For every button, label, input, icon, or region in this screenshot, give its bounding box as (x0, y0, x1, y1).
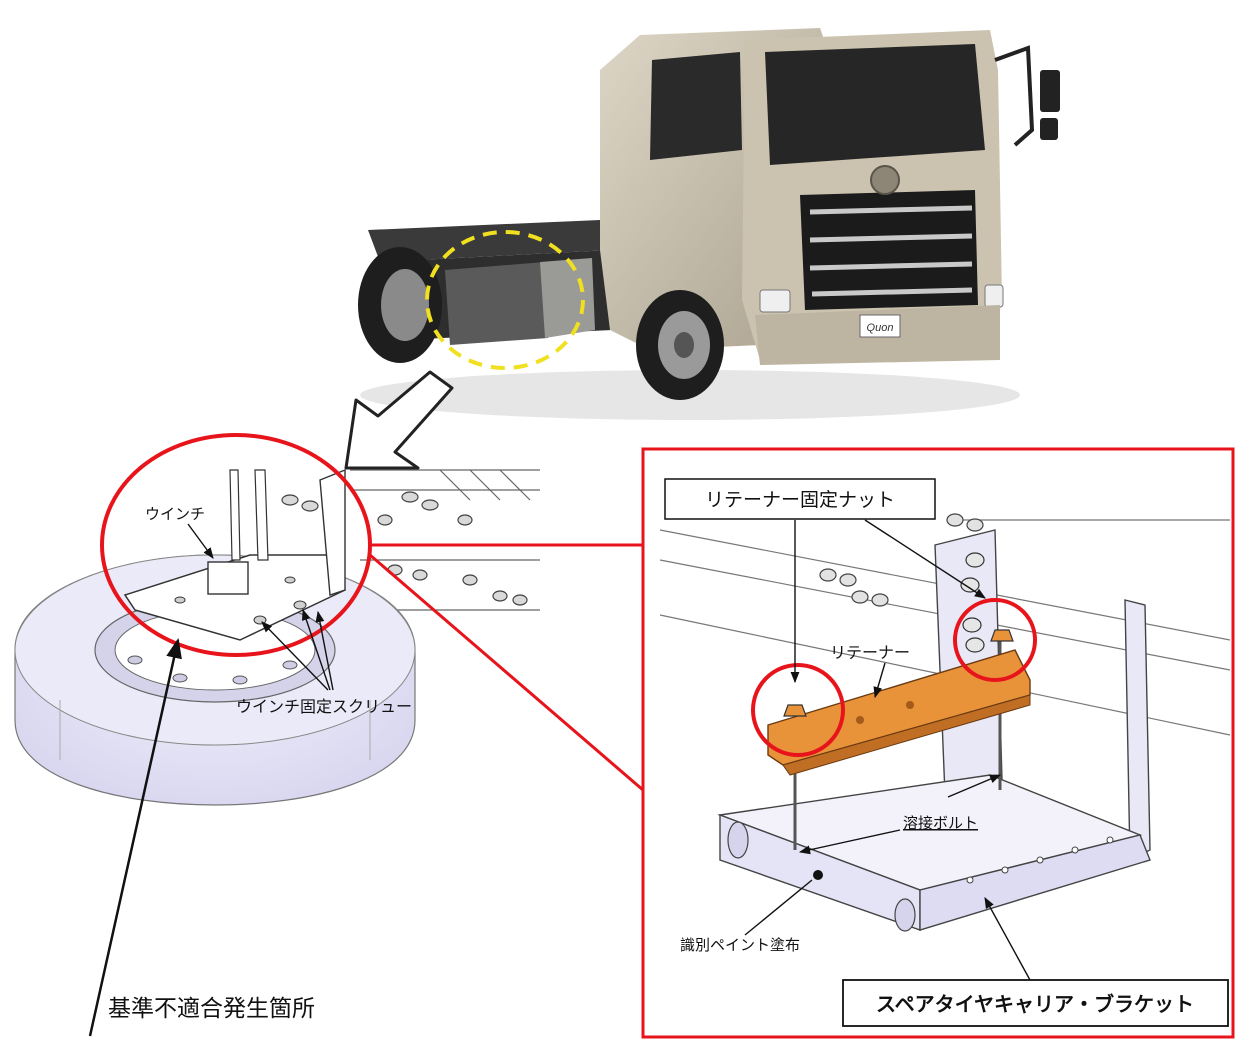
retainer-label: リテーナー (830, 643, 910, 662)
truck-badge-text: Quon (867, 322, 894, 334)
retainer-nut-label: リテーナー固定ナット (705, 489, 895, 511)
weld-bolt-label: 溶接ボルト (903, 814, 978, 832)
winch-screw-label: ウインチ固定スクリュー (236, 697, 412, 716)
defect-location-label: 基準不適合発生箇所 (108, 996, 315, 1022)
winch-label: ウインチ (145, 505, 205, 523)
left-detail-drawing (14, 468, 540, 806)
nut-highlight-left (751, 663, 845, 757)
retainer-nut-label-box (664, 478, 936, 520)
paint-mark-label: 識別ペイント塗布 (680, 936, 800, 954)
truck-illustration: Quon (358, 28, 1060, 420)
block-arrow-icon (344, 370, 454, 470)
bracket-label: スペアタイヤキャリア・ブラケット (876, 992, 1194, 1016)
spare-tire-location-highlight (425, 230, 585, 370)
bracket-label-box (842, 979, 1229, 1027)
callout-connector (369, 543, 644, 792)
paint-mark-dot (813, 870, 823, 880)
nut-highlight-right (953, 598, 1037, 682)
